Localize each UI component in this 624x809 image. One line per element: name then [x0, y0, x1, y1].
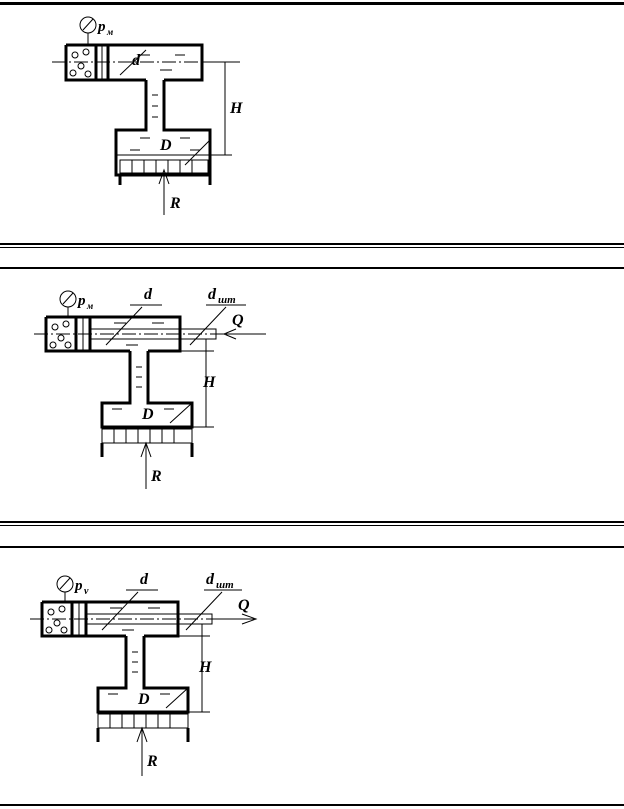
gauge-subscript: м — [106, 27, 113, 37]
separator-1-bottom — [0, 247, 624, 248]
separator-2-lower — [0, 546, 624, 548]
d-label: d — [132, 52, 141, 69]
bottom-piston — [101, 428, 193, 444]
R-label: R — [146, 753, 158, 770]
separator-2-bottom — [0, 525, 624, 526]
bottom-piston — [97, 713, 189, 729]
H-label: H — [198, 659, 212, 676]
diagram-3-svg: p v Q d шт — [30, 571, 258, 776]
bottom-rule — [0, 804, 624, 806]
R-label: R — [169, 195, 181, 212]
separator-2-top — [0, 521, 624, 523]
top-cylinder — [40, 600, 180, 638]
diagram-2-svg: p м Q d шт — [34, 286, 266, 489]
Q-label: Q — [232, 312, 244, 329]
H-label: H — [229, 100, 243, 117]
gas-bubbles — [45, 605, 68, 634]
R-label: R — [150, 468, 162, 485]
hydraulic-diagram-3: p v Q d шт — [28, 560, 290, 784]
gauge-subscript: v — [84, 586, 89, 597]
pressure-gauge-icon — [59, 290, 77, 317]
liquid-marks — [108, 607, 170, 695]
gauge-label: p — [96, 19, 106, 35]
diagram-1-svg: p м — [52, 16, 243, 215]
hydraulic-diagram-1: p м — [40, 10, 280, 222]
d-label: d — [140, 571, 149, 588]
dsht-subscript: шт — [218, 294, 236, 306]
dsht-label: d — [206, 571, 215, 588]
d-leader — [105, 306, 143, 346]
gauge-label: p — [76, 293, 86, 309]
pressure-gauge-icon — [56, 575, 74, 602]
top-rule — [0, 2, 624, 5]
vertical-stem — [114, 80, 212, 177]
D-label: D — [137, 691, 150, 708]
separator-1-lower — [0, 267, 624, 269]
hydraulic-diagram-2: p м Q d шт — [30, 275, 290, 497]
dsht-leader — [185, 591, 223, 631]
vertical-stem — [96, 636, 190, 714]
gas-bubbles — [69, 48, 92, 78]
vertical-stem — [100, 351, 194, 429]
separator-1-top — [0, 243, 624, 245]
gauge-subscript: м — [86, 301, 93, 311]
Q-label: Q — [238, 597, 250, 614]
dsht-label: d — [208, 286, 217, 303]
d-leader — [101, 591, 139, 631]
D-label: D — [141, 406, 154, 423]
pressure-gauge-icon — [79, 16, 97, 44]
D-label: D — [159, 137, 172, 154]
dsht-subscript: шт — [216, 579, 234, 591]
d-leader — [119, 49, 147, 76]
dsht-leader — [189, 306, 227, 346]
liquid-marks — [130, 54, 200, 151]
H-label: H — [202, 374, 216, 391]
gauge-label: p — [73, 578, 83, 594]
gas-bubbles — [49, 320, 72, 349]
d-label: d — [144, 286, 153, 303]
liquid-marks — [112, 322, 174, 410]
